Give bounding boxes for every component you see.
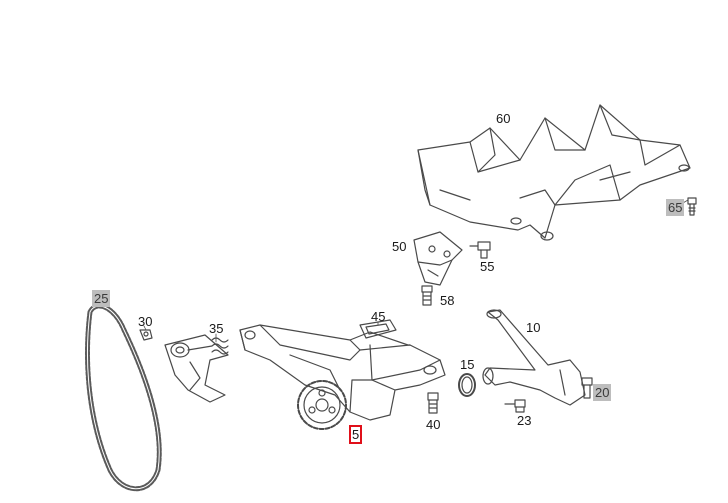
- part-25-chain[interactable]: [85, 303, 162, 492]
- callout-45[interactable]: 45: [371, 309, 386, 324]
- part-45-gasket[interactable]: [359, 319, 397, 339]
- part-50-bracket[interactable]: [413, 231, 463, 286]
- part-60-baffle[interactable]: [417, 104, 691, 241]
- part-30-clip[interactable]: [139, 329, 153, 341]
- part-65-bolt[interactable]: [687, 197, 697, 216]
- part-23-bolt[interactable]: [504, 399, 526, 413]
- callout-50[interactable]: 50: [392, 239, 407, 254]
- callout-35[interactable]: 35: [209, 321, 224, 336]
- part-5-oil-pump[interactable]: [239, 324, 446, 421]
- part-15-o-ring[interactable]: [458, 373, 476, 397]
- callout-58[interactable]: 58: [440, 293, 455, 308]
- callout-20[interactable]: 20: [593, 384, 612, 401]
- part-10-pickup-tube[interactable]: [482, 309, 586, 406]
- callout-5-selected[interactable]: 5: [349, 425, 363, 444]
- callout-60[interactable]: 60: [496, 111, 511, 126]
- part-35-tensioner[interactable]: [164, 334, 229, 403]
- part-20-bolt[interactable]: [581, 377, 593, 399]
- callout-65[interactable]: 65: [666, 199, 685, 216]
- callout-40[interactable]: 40: [426, 417, 441, 432]
- part-58-bolt[interactable]: [421, 285, 433, 306]
- callout-10[interactable]: 10: [526, 320, 541, 335]
- part-55-bolt[interactable]: [469, 241, 491, 259]
- callout-30[interactable]: 30: [138, 314, 153, 329]
- part-40-bolt[interactable]: [427, 392, 439, 414]
- callout-25[interactable]: 25: [92, 290, 111, 307]
- callout-15[interactable]: 15: [460, 357, 475, 372]
- callout-55[interactable]: 55: [480, 259, 495, 274]
- oil-pump-sprocket: [297, 380, 347, 430]
- callout-23[interactable]: 23: [517, 413, 532, 428]
- leader-lines: [143, 199, 689, 343]
